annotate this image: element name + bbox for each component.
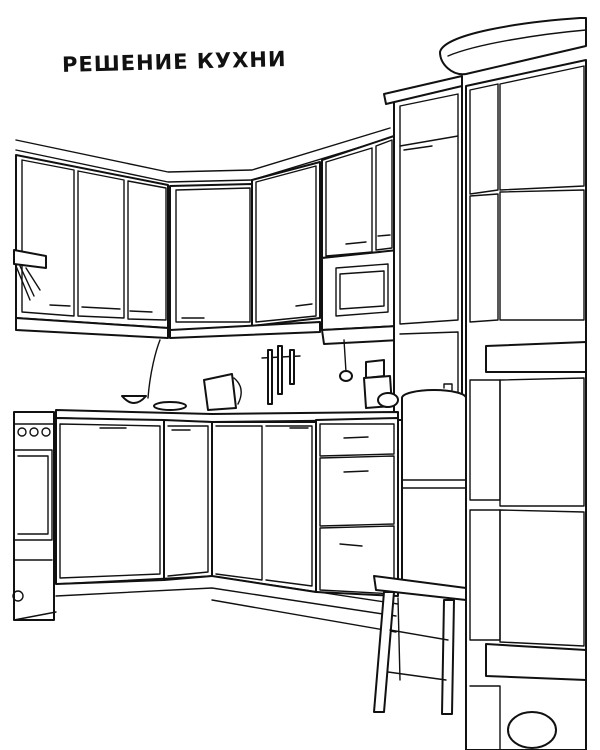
tall-cabinet [383, 75, 463, 421]
lower-cabinets [55, 417, 399, 617]
bowl [121, 395, 147, 404]
knife-rack [261, 345, 301, 405]
cylinder-fridge [401, 383, 467, 591]
upper-cabinets-left [15, 154, 169, 339]
cups [363, 359, 399, 409]
ceiling-line [15, 127, 391, 183]
kettle [203, 373, 242, 411]
upper-cabinets-back [169, 135, 395, 339]
stool [373, 575, 467, 715]
foreground-cabinet [439, 17, 587, 750]
range-hood [13, 249, 47, 301]
hanging-ladle [339, 339, 353, 382]
floor-line [13, 599, 397, 633]
pan [147, 339, 187, 411]
stove [12, 411, 55, 621]
microwave [321, 249, 401, 345]
